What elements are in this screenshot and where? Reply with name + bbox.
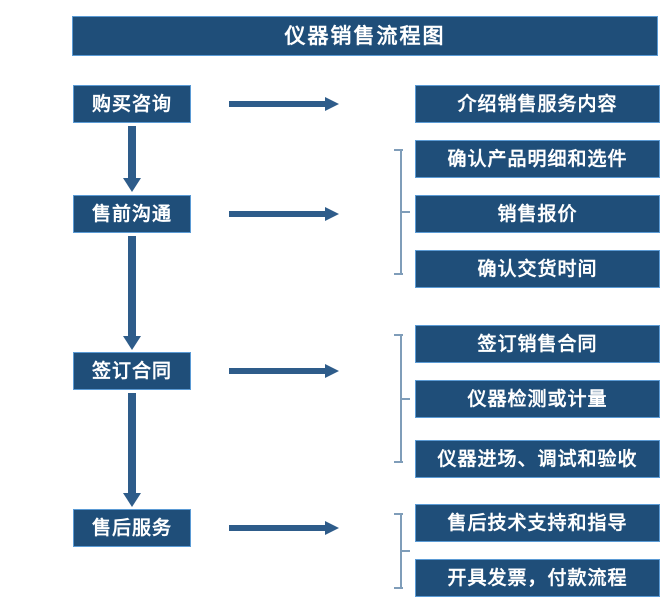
detail-box-aftersale-tech-support[interactable]: 售后技术支持和指导 [415, 504, 660, 542]
arrow-down-icon-presale-to-contract [122, 236, 142, 350]
arrow-right-icon-presale [229, 205, 339, 223]
detail-box-sales-quotation[interactable]: 销售报价 [415, 195, 660, 233]
detail-box-confirm-delivery-time[interactable]: 确认交货时间 [415, 250, 660, 288]
arrow-right-icon-contract [229, 362, 339, 380]
detail-box-sign-sales-contract[interactable]: 签订销售合同 [415, 325, 660, 363]
stage-box-sign-contract[interactable]: 签订合同 [73, 352, 191, 390]
arrow-right-icon-purchase [229, 95, 339, 113]
detail-box-confirm-product-details[interactable]: 确认产品明细和选件 [415, 140, 660, 178]
detail-box-instrument-inspection[interactable]: 仪器检测或计量 [415, 380, 660, 418]
bracket-icon-presale-group [390, 148, 412, 276]
detail-box-introduce-sales-service[interactable]: 介绍销售服务内容 [415, 85, 660, 123]
arrow-down-icon-contract-to-service [122, 393, 142, 507]
stage-box-purchase-inquiry[interactable]: 购买咨询 [73, 85, 191, 123]
stage-box-presale-communication[interactable]: 售前沟通 [73, 195, 191, 233]
detail-box-instrument-onsite[interactable]: 仪器进场、调试和验收 [415, 440, 660, 478]
stage-box-aftersale-service[interactable]: 售后服务 [73, 509, 191, 547]
bracket-icon-contract-group [390, 333, 412, 464]
detail-box-invoice-payment[interactable]: 开具发票，付款流程 [415, 559, 660, 597]
chart-title: 仪器销售流程图 [72, 16, 658, 56]
arrow-right-icon-service [229, 519, 339, 537]
arrow-down-icon-purchase-to-presale [122, 126, 142, 192]
bracket-icon-service-group [390, 512, 412, 590]
